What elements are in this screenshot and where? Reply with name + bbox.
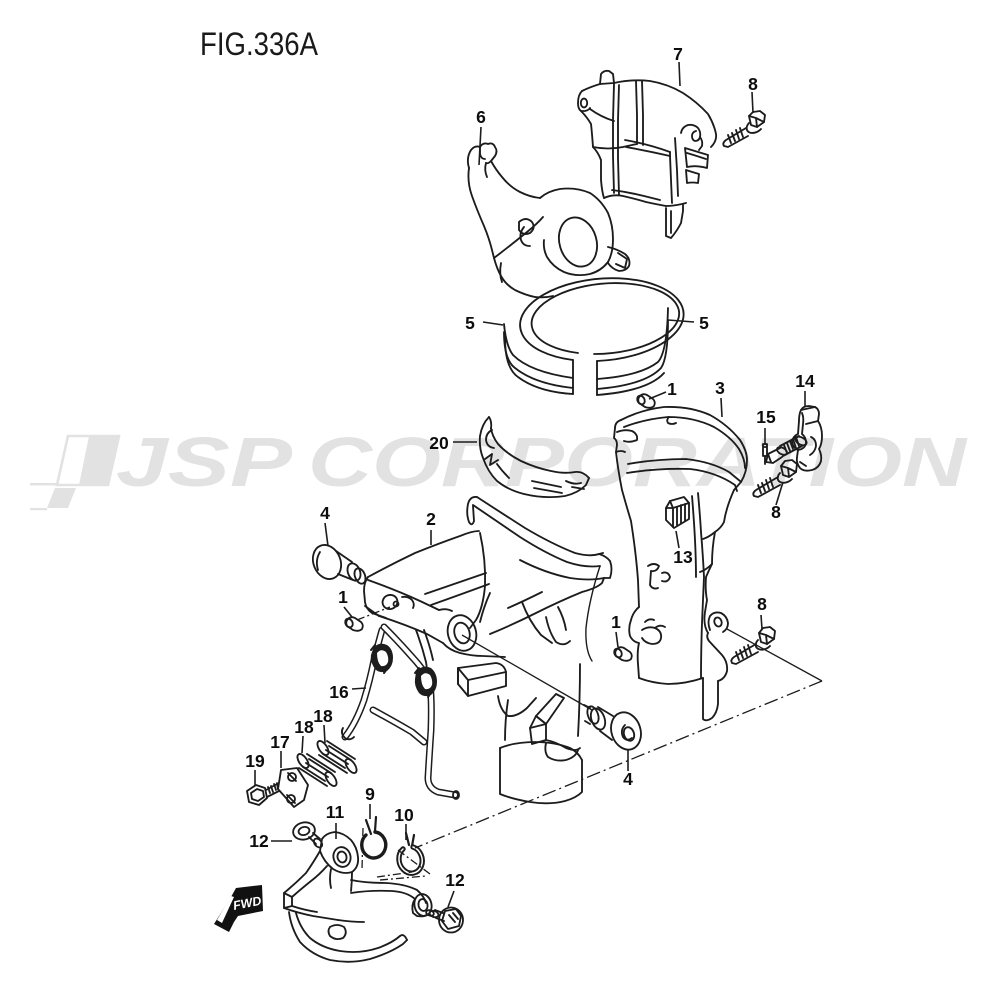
svg-text:7: 7 xyxy=(673,44,683,64)
svg-text:4: 4 xyxy=(623,769,633,789)
svg-text:6: 6 xyxy=(476,107,486,127)
svg-text:11: 11 xyxy=(326,802,345,822)
svg-text:FIG.336A: FIG.336A xyxy=(200,26,319,62)
svg-text:5: 5 xyxy=(699,313,709,333)
svg-text:1: 1 xyxy=(611,612,621,632)
svg-text:3: 3 xyxy=(715,378,725,398)
svg-text:18: 18 xyxy=(313,706,333,726)
svg-text:13: 13 xyxy=(673,547,693,567)
svg-text:20: 20 xyxy=(429,433,449,453)
svg-text:5: 5 xyxy=(465,313,475,333)
svg-text:2: 2 xyxy=(426,509,436,529)
svg-text:1: 1 xyxy=(338,587,348,607)
svg-text:14: 14 xyxy=(795,371,815,391)
svg-text:19: 19 xyxy=(245,751,265,771)
svg-text:1: 1 xyxy=(667,379,677,399)
svg-text:18: 18 xyxy=(294,717,314,737)
svg-text:8: 8 xyxy=(771,502,781,522)
svg-text:JSP: JSP xyxy=(116,423,292,501)
svg-text:16: 16 xyxy=(329,682,349,702)
svg-text:15: 15 xyxy=(756,407,776,427)
svg-text:8: 8 xyxy=(757,594,767,614)
svg-text:4: 4 xyxy=(320,503,330,523)
svg-text:12: 12 xyxy=(249,831,269,851)
svg-text:8: 8 xyxy=(748,74,758,94)
svg-text:9: 9 xyxy=(365,784,375,804)
svg-text:FWD: FWD xyxy=(232,894,263,913)
svg-text:17: 17 xyxy=(270,732,289,752)
svg-text:10: 10 xyxy=(394,805,414,825)
svg-text:12: 12 xyxy=(445,870,465,890)
